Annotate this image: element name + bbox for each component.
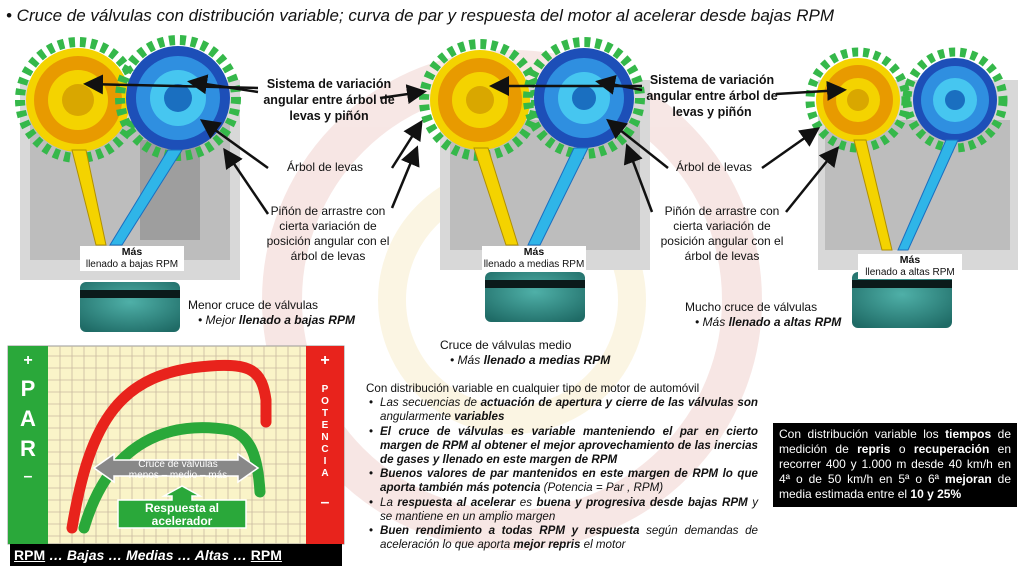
- bullet-items: Las secuencias de actuación de apertura …: [366, 396, 758, 552]
- potencia-letter: P: [321, 384, 329, 395]
- overlap-caption-mid: Cruce de válvulas medio • Más llenado a …: [440, 338, 611, 367]
- overlap-arrow-label: Cruce de válvulas menos – medio – más: [128, 459, 228, 481]
- potencia-letter: O: [321, 396, 329, 407]
- par-letter: P: [20, 376, 36, 401]
- overlap-caption-high: Mucho cruce de válvulas • Más llenado a …: [685, 300, 842, 329]
- label-variation-system-1: Sistema de variación angular entre árbol…: [263, 77, 395, 123]
- potencia-letter: A: [321, 468, 329, 479]
- potencia-letter: E: [321, 420, 329, 431]
- red-torque-curve: [66, 359, 272, 534]
- label-variation-system-2: Sistema de variación angular entre árbol…: [646, 73, 778, 119]
- bullet-item: El cruce de válvulas es variable manteni…: [369, 425, 758, 468]
- label-camshaft-1: Árbol de levas: [286, 160, 364, 174]
- label-pinion-2: Piñón de arrastre con cierta variación d…: [660, 204, 784, 263]
- overlap-double-arrow: [92, 452, 260, 484]
- label-camshaft-2: Árbol de levas: [675, 160, 753, 174]
- info-box: Con distribución variable los tiempos de…: [773, 423, 1017, 507]
- bullet-item: Las secuencias de actuación de apertura …: [369, 396, 758, 424]
- bullet-item: Buenos valores de par mantenidos en este…: [369, 467, 758, 495]
- bullet-item: Buen rendimiento a todas RPM y respuesta…: [369, 524, 758, 552]
- bullet-heading: Con distribución variable en cualquier t…: [366, 382, 700, 395]
- potencia-letter: C: [321, 444, 329, 455]
- par-plus: +: [23, 352, 33, 369]
- label-pinion-1: Piñón de arrastre con cierta variación d…: [266, 204, 390, 263]
- bullet-list: Con distribución variable en cualquier t…: [366, 382, 758, 552]
- engine-3-illustration: [805, 47, 1018, 328]
- potencia-letter: I: [323, 456, 327, 467]
- engine-2-illustration: [419, 37, 650, 322]
- response-label: Respuesta al acelerador: [144, 501, 220, 528]
- par-letter: A: [20, 406, 36, 431]
- response-arrow-box: [117, 485, 247, 529]
- rpm-axis-bar: RPM … Bajas … Medias … Altas … RPM: [10, 544, 342, 566]
- page-title: • Cruce de válvulas con distribución var…: [6, 6, 835, 25]
- bullet-item: La respuesta al acelerar es buena y prog…: [369, 496, 758, 524]
- potencia-minus: –: [320, 494, 330, 511]
- potencia-plus: +: [320, 352, 330, 369]
- par-minus: –: [23, 468, 33, 485]
- overlap-caption-low: Menor cruce de válvulas • Mejor llenado …: [188, 298, 355, 327]
- torque-chart: [7, 345, 345, 545]
- potencia-letter: T: [321, 408, 329, 419]
- potencia-letter: N: [321, 432, 329, 443]
- callout-arrows: [83, 74, 847, 215]
- par-letter: R: [20, 436, 36, 461]
